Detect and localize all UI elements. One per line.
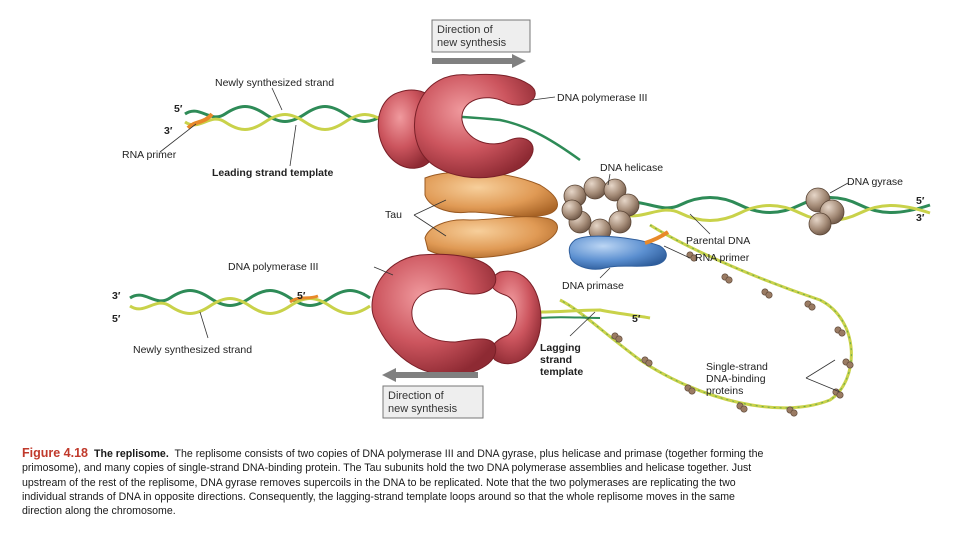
figure-number: Figure 4.18: [22, 446, 88, 460]
replisome-diagram: Direction of new synthesis: [112, 19, 931, 419]
end-right-3: 3′: [916, 212, 925, 224]
direction-top-line1: Direction of: [437, 24, 494, 36]
label-dna-primase: DNA primase: [562, 280, 624, 292]
label-lagging-line3: template: [540, 366, 583, 378]
label-rna-primer-right: RNA primer: [695, 252, 750, 264]
top-left-dna-helix: [184, 105, 581, 162]
label-lagging-line2: strand: [540, 354, 572, 366]
end-bottom-left-5: 5′: [112, 313, 121, 325]
end-bottom-mid-5: 5′: [297, 290, 306, 302]
dna-polymerase-iii-bottom: [371, 253, 542, 376]
label-dna-helicase: DNA helicase: [600, 162, 663, 174]
label-dna-gyrase: DNA gyrase: [847, 176, 903, 188]
direction-top-line2: new synthesis: [437, 37, 507, 49]
direction-arrow-top: [432, 54, 526, 68]
lagging-strand-loop: [559, 223, 853, 410]
direction-box-top: Direction of new synthesis: [431, 19, 531, 53]
end-bottom-left-3: 3′: [112, 290, 121, 302]
figure-title: The replisome.: [94, 448, 169, 460]
direction-bottom-line2: new synthesis: [388, 403, 458, 415]
parental-dna-helix: [619, 196, 931, 222]
dna-primase: [568, 230, 670, 270]
label-parental-dna: Parental DNA: [686, 235, 750, 247]
ssb-protein-group: [611, 251, 854, 417]
label-lagging-line1: Lagging: [540, 342, 581, 354]
leader-lines: [159, 87, 849, 393]
dna-helicase: [561, 176, 640, 242]
dna-gyrase: [805, 187, 845, 236]
label-tau: Tau: [385, 209, 402, 221]
tau-proteins: [424, 171, 558, 259]
figure-caption-text: The replisome consists of two copies of …: [22, 448, 764, 518]
end-right-5: 5′: [916, 195, 925, 207]
label-newly-synthesized-top: Newly synthesized strand: [215, 77, 334, 89]
direction-arrow-bottom: [382, 368, 478, 382]
label-ssb-line3: proteins: [706, 385, 743, 397]
label-newly-synthesized-bottom: Newly synthesized strand: [133, 344, 252, 356]
direction-bottom-line1: Direction of: [388, 390, 445, 402]
label-ssb-line1: Single-strand: [706, 361, 768, 373]
label-dna-polymerase-iii-bottom: DNA polymerase III: [228, 261, 318, 273]
figure-caption: Figure 4.18 The replisome. The replisome …: [22, 446, 767, 518]
end-top-left-5: 5′: [174, 103, 183, 115]
label-ssb-line2: DNA-binding: [706, 373, 766, 385]
label-rna-primer-left: RNA primer: [122, 149, 177, 161]
label-leading-strand-template: Leading strand template: [212, 167, 334, 179]
label-dna-polymerase-iii-top: DNA polymerase III: [557, 92, 647, 104]
direction-box-bottom: Direction of new synthesis: [382, 385, 484, 419]
bottom-left-dna-helix: [129, 289, 651, 320]
end-lagging-5: 5′: [632, 313, 641, 325]
dna-polymerase-iii-top: [377, 73, 536, 179]
end-top-left-3: 3′: [164, 125, 173, 137]
